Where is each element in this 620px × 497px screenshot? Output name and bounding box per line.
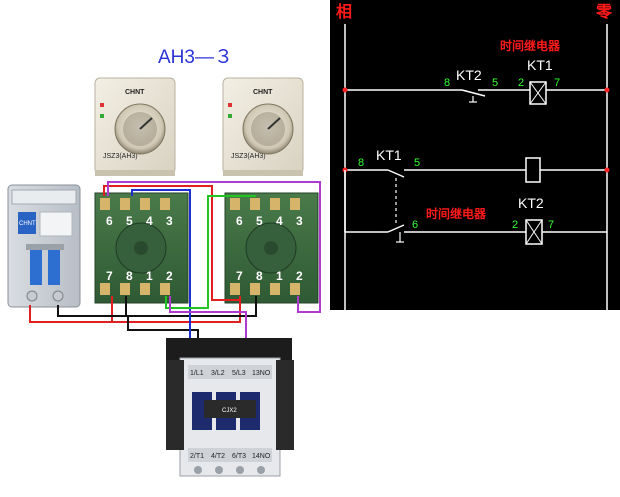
breaker-brand: CHNT [19, 221, 36, 227]
ac-contactor: 1/L1 3/L2 5/L3 13NO CJX2 2/T1 4/T2 6/T3 … [166, 338, 294, 477]
socket-1-pin-7: 7 [106, 269, 113, 283]
timer-2-brand: CHNT [253, 89, 273, 96]
socket-2-pin-4: 4 [276, 214, 283, 228]
socket-2-pin-1: 1 [276, 269, 283, 283]
rung-1: KT2 8 5 KT1 2 7 时间继电器 [342, 38, 610, 105]
socket-1-pin-6: 6 [106, 214, 113, 228]
wire-green [165, 195, 256, 309]
kt2-contact-label: KT2 [456, 67, 482, 83]
contactor-actuator[interactable] [204, 400, 256, 418]
timer-relay-2: CHNT JSZ3(AH3) [222, 77, 304, 176]
kt1-coil-pin-7: 7 [554, 77, 560, 89]
wire-red [29, 296, 113, 323]
kt2-coil-pin-7: 7 [548, 219, 554, 231]
socket-1-pin-3: 3 [166, 214, 173, 228]
control-schematic: 相 零 KT2 8 5 KT1 2 7 时间继电器 KT1 8 5 [330, 0, 620, 310]
kt1-contact-pin-5: 5 [414, 157, 420, 169]
timer-relay-label-1: 时间继电器 [500, 38, 561, 53]
contactor-terminal-14NO: 14NO [252, 453, 271, 460]
contactor-terminal-L1: 1/L1 [190, 370, 204, 377]
timer-1-model: JSZ3(AH3) [103, 153, 138, 160]
neutral-label: 零 [595, 2, 613, 21]
contactor-terminal-13NO: 13NO [252, 370, 271, 377]
socket-1-pin-5: 5 [126, 214, 133, 228]
wire-red-2 [112, 296, 241, 323]
wires [29, 181, 321, 370]
relay-socket-2: 6 5 4 3 7 8 1 2 [224, 192, 319, 304]
kt2-coil-pin-2: 2 [512, 219, 518, 231]
socket-1-pin-4: 4 [146, 214, 153, 228]
circuit-breaker: CHNT [7, 184, 81, 308]
wire-black [57, 296, 127, 317]
timer-relay-label-2: 时间继电器 [426, 206, 487, 221]
socket-2-pin-2: 2 [296, 269, 303, 283]
wiring-photo: AH3—３ CHNT JSZ3(AH3) CHNT JSZ3(AH3) CHNT [7, 47, 321, 477]
wire-blue [131, 189, 191, 370]
kt1-coil-label: KT1 [527, 57, 553, 73]
socket-1-pin-2: 2 [166, 269, 173, 283]
kt1-coil-pin-2: 2 [518, 77, 524, 89]
socket-1-pin-8: 8 [126, 269, 133, 283]
kt2-contact-pin-5: 5 [492, 77, 498, 89]
diagram-title: AH3—３ [158, 47, 233, 68]
wire-black-3 [127, 316, 199, 340]
contactor-terminal-T1: 2/T1 [190, 453, 204, 460]
socket-1-pin-1: 1 [146, 269, 153, 283]
socket-2-pin-8: 8 [256, 269, 263, 283]
schematic-background [330, 0, 620, 310]
wire-red-3 [103, 185, 240, 301]
timer-1-brand: CHNT [125, 89, 145, 96]
kt2-contact-pin-8: 8 [444, 77, 450, 89]
socket-2-pin-7: 7 [236, 269, 243, 283]
breaker-handle-1[interactable] [30, 250, 42, 285]
wire-purple [107, 181, 321, 313]
breaker-handle-2[interactable] [48, 250, 60, 285]
kt1-contact-label: KT1 [376, 147, 402, 163]
relay-socket-1: 6 5 4 3 7 8 1 2 [94, 192, 189, 304]
phase-label: 相 [336, 2, 352, 21]
kt2-coil-label: KT2 [518, 195, 544, 211]
timer-2-model: JSZ3(AH3) [231, 153, 266, 160]
contactor-coil [525, 157, 541, 183]
contactor-model: CJX2 [222, 408, 237, 414]
contactor-terminal-T2: 4/T2 [211, 453, 225, 460]
contactor-terminal-T3: 6/T3 [232, 453, 246, 460]
socket-2-pin-6: 6 [236, 214, 243, 228]
contactor-terminal-L3: 5/L3 [232, 370, 246, 377]
wire-black-2 [126, 296, 257, 317]
contactor-terminal-L2: 3/L2 [211, 370, 225, 377]
kt1-contact-pin-8: 8 [358, 157, 364, 169]
socket-2-pin-5: 5 [256, 214, 263, 228]
rung-2: KT1 8 5 [342, 147, 610, 232]
timer-relay-1: CHNT JSZ3(AH3) [94, 77, 176, 176]
rung-3: 6 时间继电器 KT2 2 7 [344, 170, 607, 245]
kt1-contact-pin-6: 6 [412, 219, 418, 231]
socket-2-pin-3: 3 [296, 214, 303, 228]
